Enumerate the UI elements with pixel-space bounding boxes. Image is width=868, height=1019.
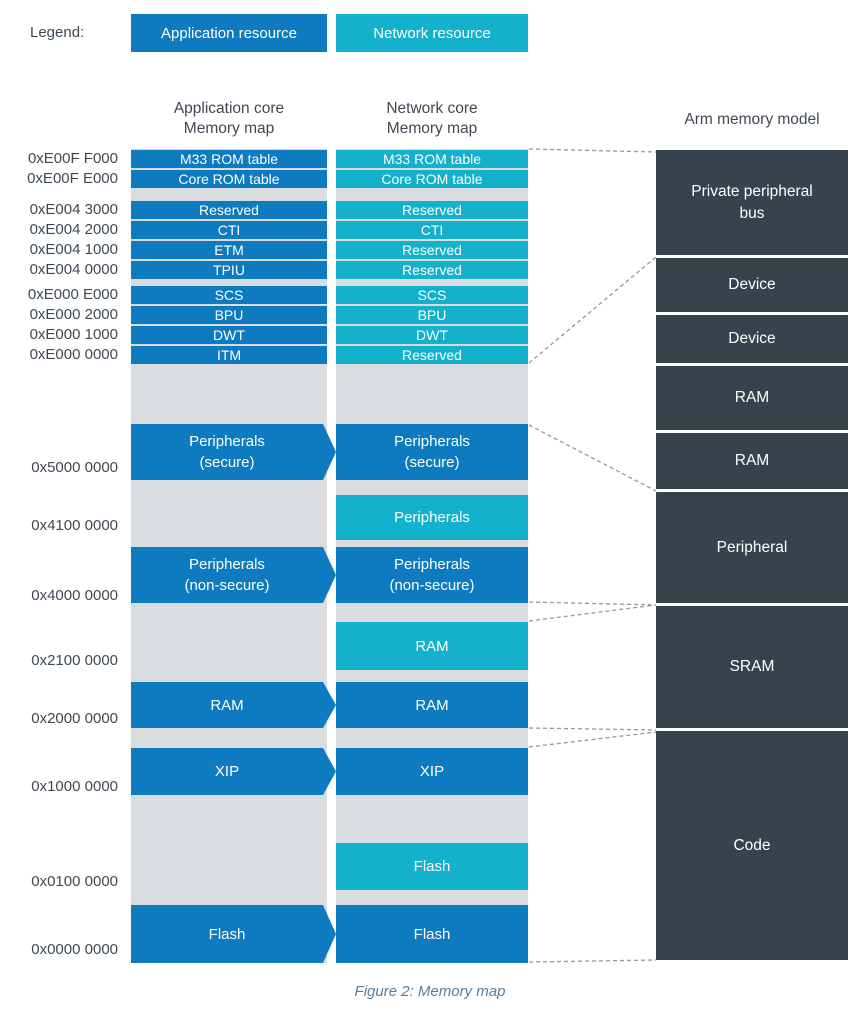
address-label-0x2000-0000: 0x2000 0000: [31, 710, 118, 727]
connector-line-1: [528, 256, 657, 364]
net-block-cti: CTI: [336, 221, 528, 239]
connector-line-6: [528, 731, 657, 748]
header-arm-memory-model: Arm memory model: [684, 111, 820, 128]
legend-swatch-network-resource: Network resource: [336, 14, 528, 52]
address-label-0x0100-0000: 0x0100 0000: [31, 873, 118, 890]
address-label-0xe000-1000: 0xE000 1000: [29, 326, 118, 343]
net-block-xip: XIP: [336, 748, 528, 795]
app-block-etm: ETM: [131, 241, 327, 259]
address-label-0xe000-e000: 0xE000 E000: [27, 286, 118, 303]
arm-block-sram: SRAM: [656, 606, 848, 728]
arm-block-peripheral: Peripheral: [656, 492, 848, 603]
address-label-0x4100-0000: 0x4100 0000: [31, 517, 118, 534]
net-block-bpu: BPU: [336, 306, 528, 324]
app-block-flash: Flash: [131, 905, 336, 963]
app-block-reserved: Reserved: [131, 201, 327, 219]
address-label-0xe004-3000: 0xE004 3000: [29, 201, 118, 218]
address-label-0xe004-1000: 0xE004 1000: [29, 241, 118, 258]
arm-block-ram: RAM: [656, 433, 848, 489]
app-block-core-rom-table: Core ROM table: [131, 170, 327, 188]
address-label-0xe004-0000: 0xE004 0000: [29, 261, 118, 278]
net-block-m33-rom-table: M33 ROM table: [336, 150, 528, 168]
figure-caption: Figure 2: Memory map: [354, 983, 506, 1000]
app-block-m33-rom-table: M33 ROM table: [131, 150, 327, 168]
app-block-peripherals-non-secure: Peripherals (non-secure): [131, 547, 336, 603]
arm-block-device: Device: [656, 315, 848, 363]
app-block-scs: SCS: [131, 286, 327, 304]
net-block-peripherals-secure: Peripherals (secure): [336, 424, 528, 480]
address-label-0x5000-0000: 0x5000 0000: [31, 459, 118, 476]
app-block-itm: ITM: [131, 346, 327, 364]
address-label-0x2100-0000: 0x2100 0000: [31, 652, 118, 669]
legend-swatch-application-resource: Application resource: [131, 14, 327, 52]
app-block-cti: CTI: [131, 221, 327, 239]
net-block-flash: Flash: [336, 843, 528, 890]
net-block-reserved: Reserved: [336, 201, 528, 219]
net-block-dwt: DWT: [336, 326, 528, 344]
net-block-reserved: Reserved: [336, 261, 528, 279]
arm-block-code: Code: [656, 731, 848, 960]
net-block-reserved: Reserved: [336, 346, 528, 364]
arm-block-device: Device: [656, 258, 848, 312]
net-block-core-rom-table: Core ROM table: [336, 170, 528, 188]
address-label-0xe00f-e000: 0xE00F E000: [27, 170, 118, 187]
address-label-0xe000-2000: 0xE000 2000: [29, 306, 118, 323]
connector-line-4: [528, 604, 657, 622]
header-application-core-memory-map: Application core Memory map: [173, 100, 285, 137]
app-block-peripherals-secure: Peripherals (secure): [131, 424, 336, 480]
net-block-reserved: Reserved: [336, 241, 528, 259]
address-label-0xe000-0000: 0xE000 0000: [29, 346, 118, 363]
net-block-scs: SCS: [336, 286, 528, 304]
connector-line-2: [528, 424, 657, 492]
net-block-ram: RAM: [336, 622, 528, 670]
connector-line-0: [528, 148, 657, 153]
address-label-0x0000-0000: 0x0000 0000: [31, 941, 118, 958]
connector-line-3: [528, 601, 657, 606]
net-block-peripherals: Peripherals: [336, 495, 528, 540]
address-label-0x1000-0000: 0x1000 0000: [31, 778, 118, 795]
address-label-0xe004-2000: 0xE004 2000: [29, 221, 118, 238]
app-block-bpu: BPU: [131, 306, 327, 324]
arm-block-ram: RAM: [656, 366, 848, 430]
address-label-0xe00f-f000: 0xE00F F000: [27, 150, 118, 167]
net-block-ram: RAM: [336, 682, 528, 728]
header-network-core-memory-map: Network core Memory map: [386, 100, 478, 137]
app-block-dwt: DWT: [131, 326, 327, 344]
address-label-0x4000-0000: 0x4000 0000: [31, 587, 118, 604]
legend-label: Legend:: [30, 24, 85, 41]
app-block-ram: RAM: [131, 682, 336, 728]
arm-block-private-peripheral-bus: Private peripheral bus: [656, 150, 848, 255]
app-block-xip: XIP: [131, 748, 336, 795]
connector-line-5: [528, 727, 657, 731]
net-block-peripherals-non-secure: Peripherals (non-secure): [336, 547, 528, 603]
net-block-flash: Flash: [336, 905, 528, 963]
connector-line-7: [528, 959, 657, 963]
app-block-tpiu: TPIU: [131, 261, 327, 279]
